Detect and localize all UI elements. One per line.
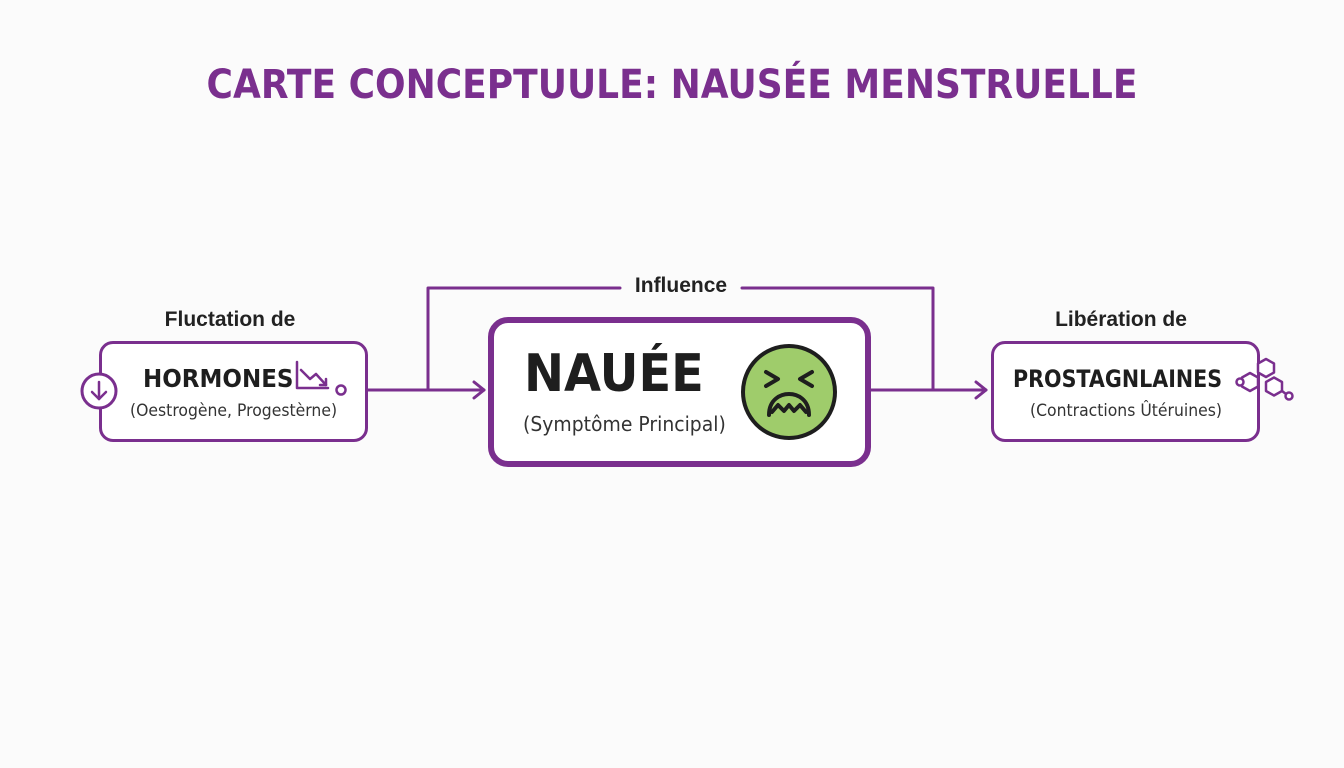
edge-label-influence: Influence: [634, 274, 728, 297]
nauseated-face-icon: [741, 344, 837, 440]
prostaglandins-node: [991, 341, 1260, 442]
prostaglandins-heading: PROSTAGNLAINES: [1013, 365, 1223, 393]
left-node-caption: Fluctation de: [164, 308, 296, 331]
hormones-node: [99, 341, 368, 442]
hormones-subheading: (Oestrogène, Progestèrne): [130, 401, 338, 421]
influence-bracket-right: [740, 286, 935, 392]
arrowhead-center: [472, 380, 486, 400]
arrowhead-right: [974, 380, 988, 400]
right-node-caption: Libération de: [1055, 308, 1187, 331]
diagram-title: CARTE CONCEPTUULE: NAUSÉE MENSTRUELLE: [206, 62, 1138, 108]
prostaglandins-subheading: (Contractions Ûtéruines): [1030, 401, 1223, 421]
nausea-heading: NAUÉE: [524, 344, 704, 404]
hormones-heading: HORMONES: [143, 364, 294, 393]
nausea-subheading: (Symptôme Principal): [523, 412, 726, 436]
molecule-icon: [1235, 357, 1294, 401]
arrow-down-circle-icon: [80, 372, 118, 410]
decline-chart-icon: [295, 360, 347, 396]
influence-bracket-left: [426, 286, 622, 392]
